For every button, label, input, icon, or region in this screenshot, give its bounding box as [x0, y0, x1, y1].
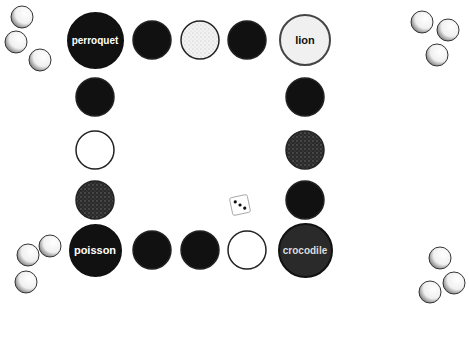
space-label: lion — [295, 34, 315, 46]
named-space: lion — [279, 14, 331, 66]
space-label: poisson — [74, 244, 116, 256]
space-label: crocodile — [283, 245, 327, 256]
named-space: perroquet — [67, 12, 124, 69]
named-space: crocodile — [278, 223, 333, 278]
space-label: perroquet — [72, 35, 119, 46]
named-space: poisson — [69, 224, 122, 277]
